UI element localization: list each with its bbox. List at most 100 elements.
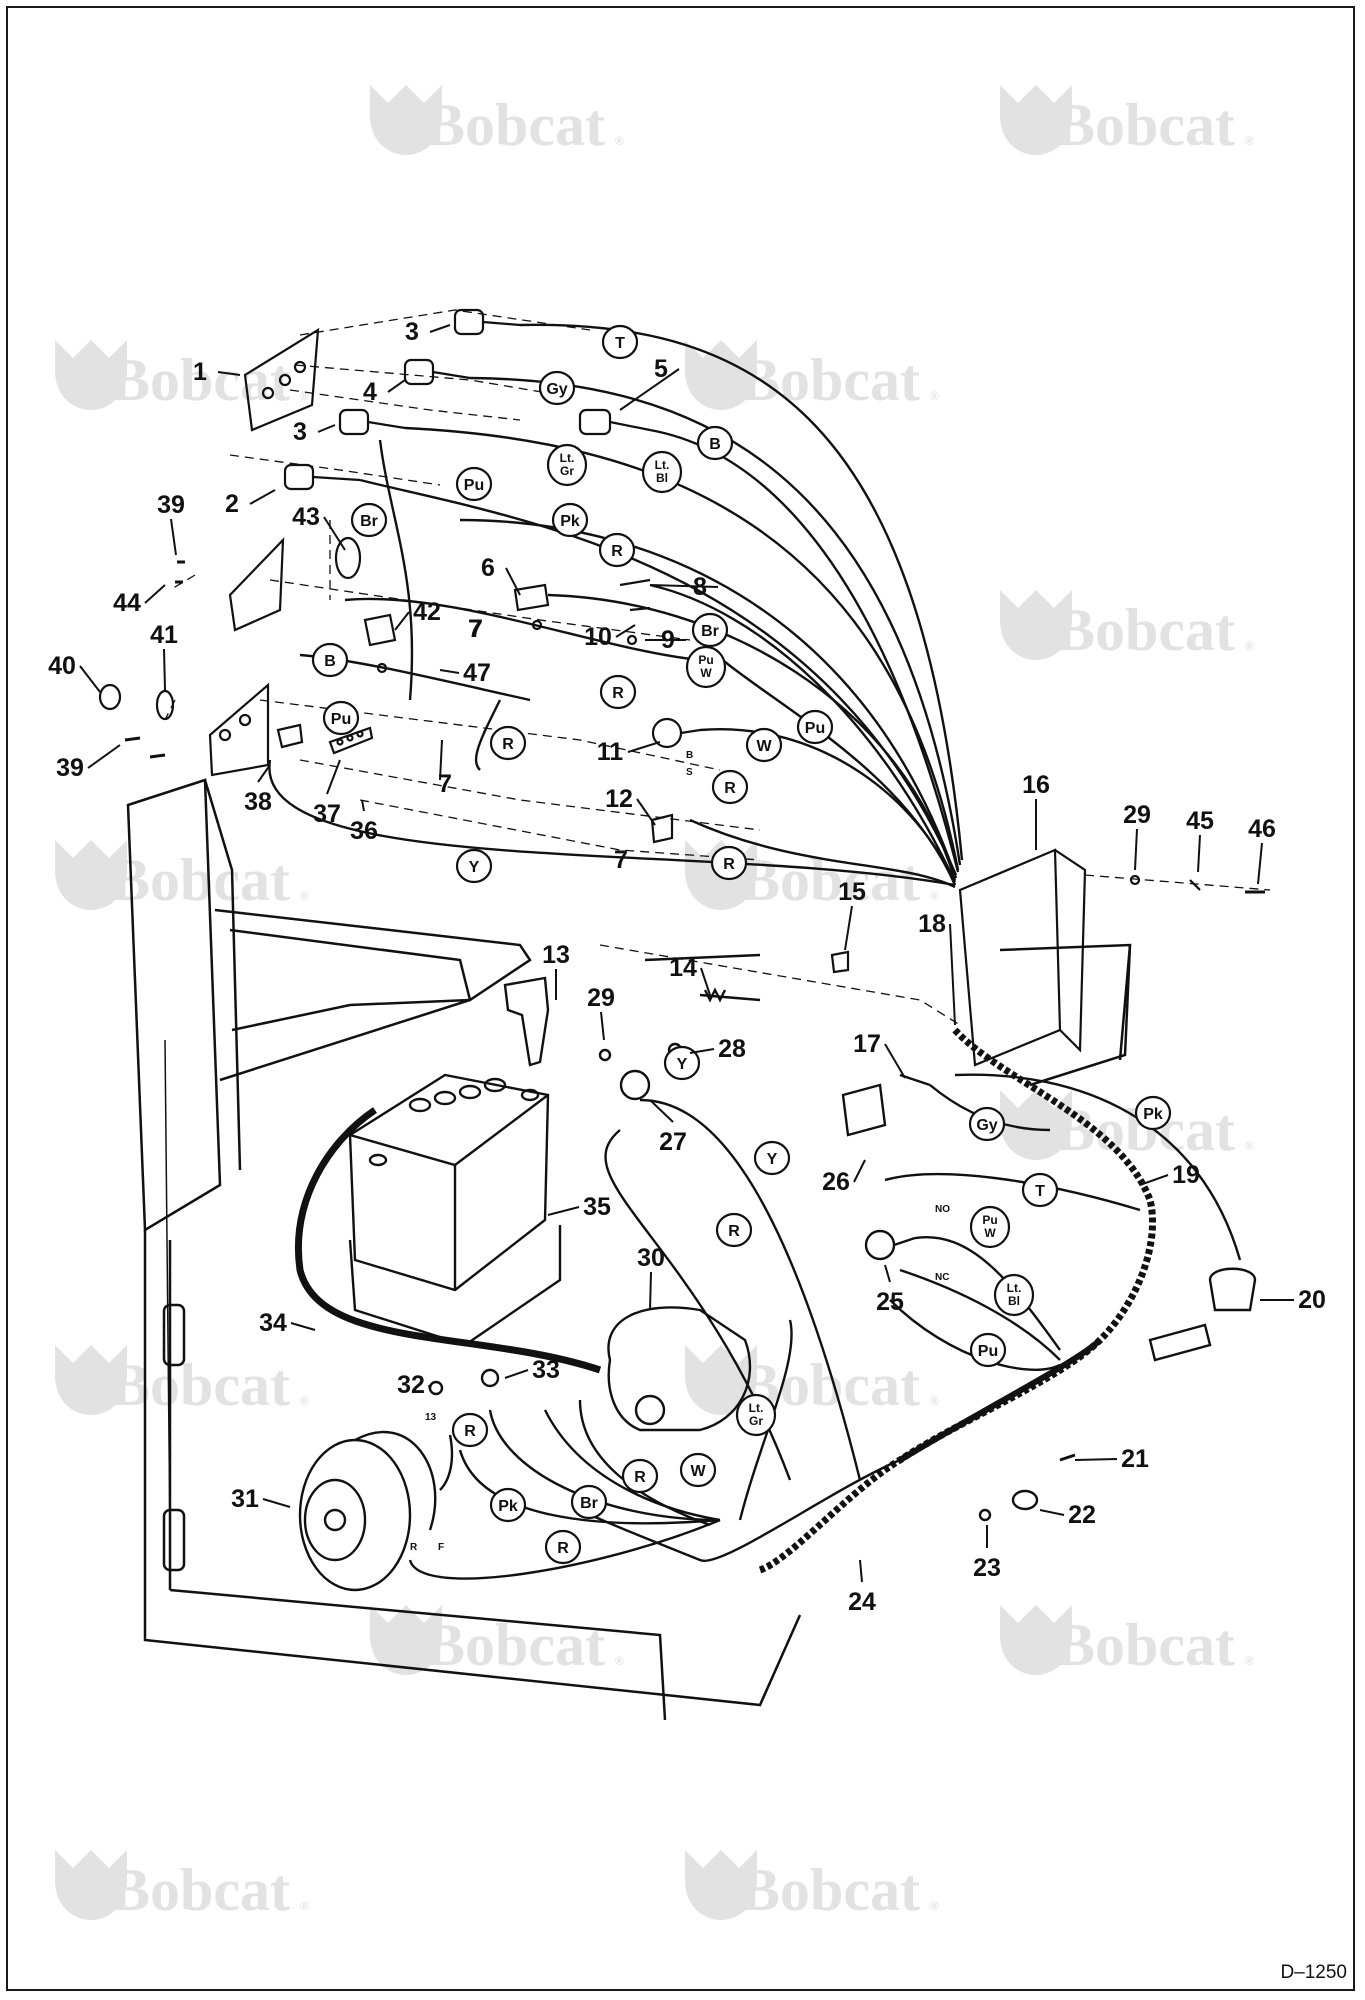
watermark-registered: ®: [615, 1654, 624, 1668]
part-number: 7: [468, 615, 482, 643]
callout-leader-line: [1257, 842, 1263, 885]
callout-leader-line: [323, 516, 346, 551]
terminal-mark: S: [686, 767, 693, 778]
watermark-text: Bobcat: [110, 1352, 290, 1418]
wire-color-tag: Gy: [538, 370, 576, 406]
part-callout: 18: [918, 910, 956, 1026]
part-number: 40: [48, 652, 76, 680]
part-number: 22: [1068, 1501, 1096, 1529]
callout-leader-line: [1074, 1458, 1118, 1461]
part-callout: 14: [669, 954, 711, 996]
part-number: 12: [605, 785, 633, 813]
callout-leader-line: [163, 648, 166, 691]
callout-leader-line: [859, 1559, 863, 1583]
watermark-cat-icon: [685, 1850, 757, 1920]
part-callout: 47: [439, 659, 491, 687]
callout-leader-line: [439, 669, 460, 674]
part-callout: 29: [587, 984, 615, 1041]
part-callout: 16: [1022, 771, 1050, 850]
wire-tag-label: W: [700, 666, 712, 680]
wire-color-tag: Y: [663, 1045, 701, 1081]
part-number: 31: [231, 1485, 259, 1513]
machine-frame: [126, 778, 1132, 1721]
part-number: 17: [853, 1030, 881, 1058]
watermark-text: Bobcat: [425, 92, 605, 158]
wire-color-tag: Gy: [968, 1106, 1006, 1142]
part-number: 6: [481, 554, 495, 582]
part-callout: 30: [637, 1244, 665, 1311]
wire-color-tag: R: [451, 1412, 489, 1448]
part-callout: 26: [822, 1159, 866, 1196]
wire-tag-label: Bl: [656, 471, 668, 485]
part-number: 35: [583, 1193, 611, 1221]
wire-tag-label: Br: [701, 623, 719, 640]
part-callout: 4: [363, 378, 406, 406]
part-number: 3: [405, 318, 419, 346]
wire-color-tag: R: [489, 725, 527, 761]
part-number: 18: [918, 910, 946, 938]
watermark-cat-icon: [55, 1850, 127, 1920]
callout-leader-line: [262, 1498, 291, 1508]
wire-color-tag: Y: [753, 1140, 791, 1176]
watermark-logo: Bobcat®: [1000, 85, 1254, 158]
callout-leader-line: [361, 799, 365, 812]
part-number: 38: [244, 788, 272, 816]
watermark-text: Bobcat: [110, 847, 290, 913]
callout-leader-line: [326, 759, 341, 795]
watermark-text: Bobcat: [110, 347, 290, 413]
part-callout: 25: [876, 1264, 904, 1316]
wire-tag-label: R: [464, 1423, 476, 1440]
part-callout: 11: [597, 738, 661, 766]
wire-color-tag: Lt.Bl: [641, 450, 683, 494]
watermark-text: Bobcat: [1055, 1612, 1235, 1678]
wire-color-tag: Lt.Bl: [993, 1273, 1035, 1317]
part-number: 21: [1121, 1445, 1149, 1473]
callout-leader-line: [853, 1159, 866, 1183]
terminal-mark: B: [686, 750, 693, 761]
drawing-code: D–1250: [1280, 1962, 1347, 1983]
callout-leader-line: [1134, 828, 1138, 871]
callout-leader-line: [387, 379, 406, 393]
part-number: 16: [1022, 771, 1050, 799]
wire-tag-label: Pk: [498, 1498, 518, 1515]
part-number: 28: [718, 1035, 746, 1063]
part-callout: 2: [225, 489, 276, 518]
part-number: 23: [973, 1554, 1001, 1582]
terminal-mark: 13: [425, 1412, 437, 1423]
watermark-registered: ®: [300, 889, 309, 903]
part-number: 41: [150, 621, 178, 649]
watermark-registered: ®: [1245, 134, 1254, 148]
part-callout: 22: [1039, 1501, 1096, 1529]
part-callout: 20: [1260, 1286, 1326, 1314]
callout-leader-line: [649, 1099, 674, 1123]
watermark-text: Bobcat: [740, 1857, 920, 1923]
engine-components: [298, 976, 1257, 1592]
part-callout: 35: [547, 1193, 611, 1221]
watermark-cat-icon: [685, 1345, 757, 1415]
wire-tag-label: W: [756, 738, 772, 755]
wire-tag-label: Lt.: [655, 458, 670, 472]
callout-leader-line: [144, 584, 166, 604]
wire-tag-label: Br: [580, 1495, 598, 1512]
part-callout: 28: [689, 1035, 746, 1063]
wire-tag-label: Pu: [698, 653, 713, 667]
part-number: 29: [1123, 801, 1151, 829]
part-number: 24: [848, 1588, 876, 1616]
wire-tag-label: Y: [677, 1056, 688, 1073]
watermark-registered: ®: [930, 389, 939, 403]
part-callout: 9: [645, 626, 686, 654]
wire-tag-label: Gy: [976, 1117, 997, 1134]
callout-leader-line: [949, 923, 956, 1026]
callout-leader-line: [636, 798, 656, 826]
wire-color-tag: Br: [570, 1484, 608, 1520]
part-number: 5: [654, 355, 668, 383]
wire-tag-label: Y: [767, 1151, 778, 1168]
watermark-logo: Bobcat®: [55, 1850, 309, 1923]
callout-leader-line: [884, 1043, 906, 1079]
callout-leader-line: [505, 567, 521, 596]
part-callout: 39: [56, 744, 121, 782]
callout-leader-line: [844, 905, 853, 951]
part-callout: 42: [394, 598, 441, 631]
